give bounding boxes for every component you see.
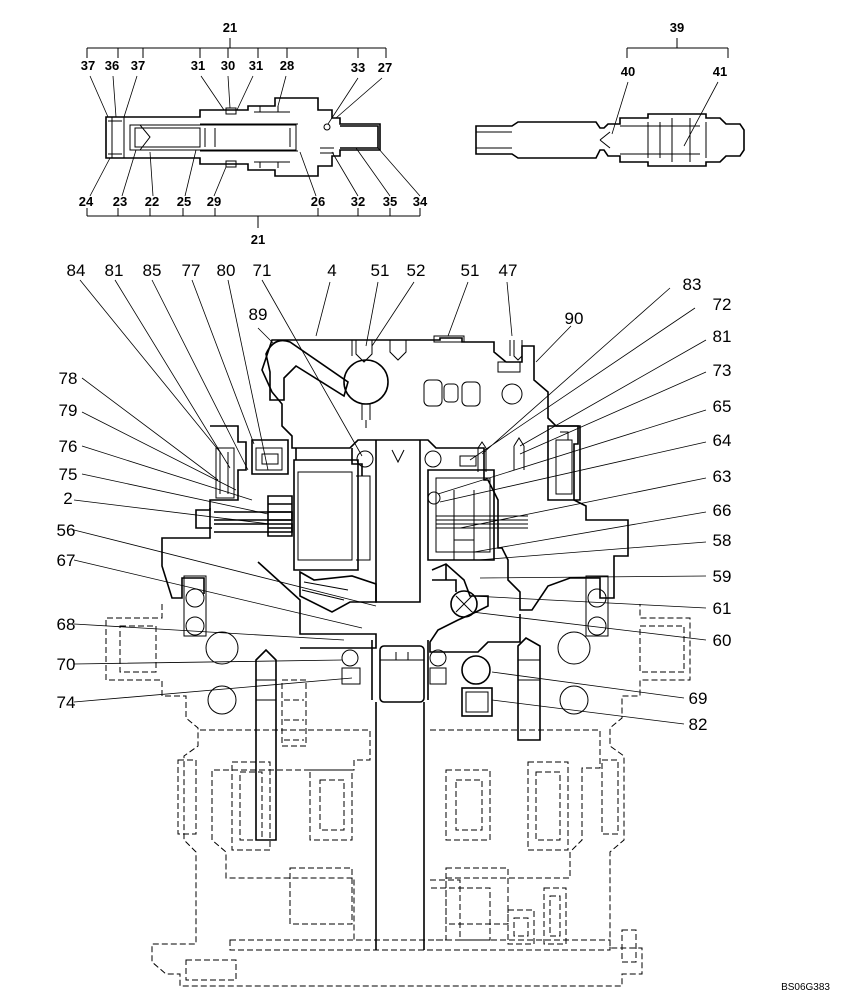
label-30: 30 xyxy=(221,58,235,73)
label-74: 74 xyxy=(57,693,76,712)
label-29: 29 xyxy=(207,194,221,209)
label-31a: 31 xyxy=(191,58,205,73)
figure-code: BS06G383 xyxy=(781,982,830,993)
label-35: 35 xyxy=(383,194,397,209)
label-58: 58 xyxy=(713,531,732,550)
label-65: 65 xyxy=(713,397,732,416)
label-75: 75 xyxy=(59,465,78,484)
label-76: 76 xyxy=(59,437,78,456)
label-21-top: 21 xyxy=(223,20,237,35)
label-25: 25 xyxy=(177,194,191,209)
label-40: 40 xyxy=(621,64,635,79)
label-24: 24 xyxy=(79,194,94,209)
label-69: 69 xyxy=(689,689,708,708)
leader-lines xyxy=(73,75,719,725)
label-37a: 37 xyxy=(81,58,95,73)
label-51b: 51 xyxy=(461,261,480,280)
label-4: 4 xyxy=(327,261,336,280)
main-assembly-dashed xyxy=(105,604,691,987)
label-81a: 81 xyxy=(105,261,124,280)
label-84: 84 xyxy=(67,261,86,280)
label-32: 32 xyxy=(351,194,365,209)
label-27: 27 xyxy=(378,60,392,75)
label-73: 73 xyxy=(713,361,732,380)
label-61: 61 xyxy=(713,599,732,618)
label-26: 26 xyxy=(311,194,325,209)
label-23: 23 xyxy=(113,194,127,209)
label-77: 77 xyxy=(182,261,201,280)
label-56: 56 xyxy=(57,521,76,540)
spool-assembly-39 xyxy=(475,38,745,167)
label-70: 70 xyxy=(57,655,76,674)
label-85: 85 xyxy=(143,261,162,280)
label-21-bottom: 21 xyxy=(251,232,265,247)
label-78: 78 xyxy=(59,369,78,388)
label-34: 34 xyxy=(413,194,428,209)
label-36: 36 xyxy=(105,58,119,73)
label-63: 63 xyxy=(713,467,732,486)
label-82: 82 xyxy=(689,715,708,734)
label-22: 22 xyxy=(145,194,159,209)
label-33: 33 xyxy=(351,60,365,75)
label-37b: 37 xyxy=(131,58,145,73)
label-83: 83 xyxy=(683,275,702,294)
part-labels: 21 37 36 37 31 30 31 28 33 27 24 23 22 2… xyxy=(57,20,732,734)
label-64: 64 xyxy=(713,431,732,450)
label-79: 79 xyxy=(59,401,78,420)
label-80: 80 xyxy=(217,261,236,280)
label-71: 71 xyxy=(253,261,272,280)
label-51a: 51 xyxy=(371,261,390,280)
label-66: 66 xyxy=(713,501,732,520)
label-67: 67 xyxy=(57,551,76,570)
label-2: 2 xyxy=(63,489,72,508)
label-39: 39 xyxy=(670,20,684,35)
label-72: 72 xyxy=(713,295,732,314)
label-60: 60 xyxy=(713,631,732,650)
main-assembly-solid xyxy=(161,335,629,950)
label-41: 41 xyxy=(713,64,727,79)
label-89: 89 xyxy=(249,305,268,324)
label-59: 59 xyxy=(713,567,732,586)
label-52: 52 xyxy=(407,261,426,280)
label-28: 28 xyxy=(280,58,294,73)
label-81b: 81 xyxy=(713,327,732,346)
label-90: 90 xyxy=(565,309,584,328)
label-68: 68 xyxy=(57,615,76,634)
label-47: 47 xyxy=(499,261,518,280)
label-31b: 31 xyxy=(249,58,263,73)
